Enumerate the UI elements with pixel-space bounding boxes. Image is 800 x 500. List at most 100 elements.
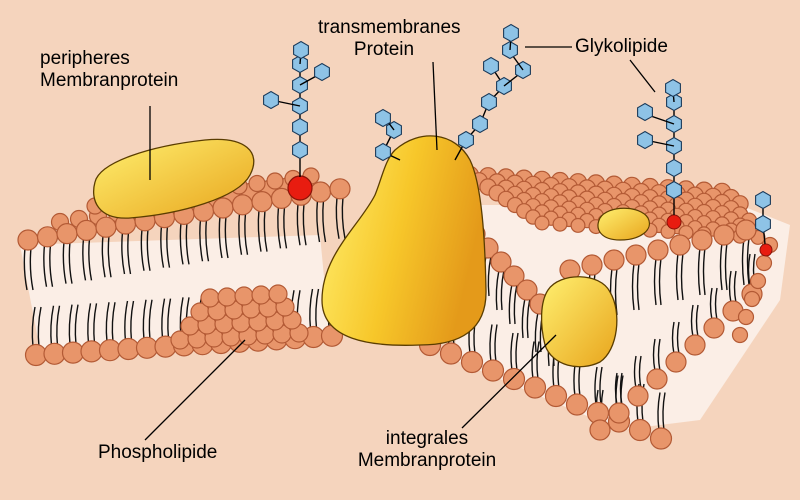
lipid-tail [636,262,640,311]
lipid-tail [124,300,129,342]
label-line: Glykolipide [575,36,668,57]
lipid-tail [531,341,535,380]
sugar-hexagon [293,40,309,60]
lipid-tail [257,209,262,252]
lipid-tail [205,219,210,262]
label-line: Membranprotein [40,70,179,91]
phospholipid-head [80,340,103,363]
lipid-tail [487,255,492,297]
lipid-tail [160,225,165,268]
lipid-tail [121,231,126,275]
lipid-tail [140,228,145,271]
glycolipid-head [666,214,682,230]
phospholipid-head [649,427,673,450]
phospholipid-head [43,342,66,365]
lipid-tail [49,244,54,287]
label-line: Phospholipide [98,442,218,463]
phospholipid-head [755,254,773,272]
lipid-tail [88,238,93,281]
phospholipid-head [268,284,288,304]
lipid-tail [747,253,751,287]
lipid-tail [619,372,623,406]
lipid-tail [283,206,288,249]
phospholipid-head [731,326,749,344]
lipid-tail [534,311,539,353]
phospholipid-head [589,419,611,441]
lipid-tail [130,300,135,342]
lipid-tail [657,338,661,372]
phospholipid-head [749,272,767,290]
lipid-tail [56,305,61,346]
lipid-tail [697,247,701,296]
lipid-tail [513,283,518,325]
lipid-tail [179,222,184,265]
lipid-tail [161,298,166,339]
lipid-tail [714,287,718,321]
lipid-tail [728,270,732,304]
sugar-chains [263,23,771,245]
phospholipid-head [502,367,526,391]
phospholipid-head [647,239,669,261]
lipid-tail [495,269,500,311]
lipid-tail [315,288,320,330]
phospholipid-head [251,191,273,213]
phospholipid-head [24,343,48,367]
lipid-tail [702,247,706,296]
lipid-tail [127,231,132,275]
lipid-tail [724,242,728,291]
phospholipid-head [75,219,98,241]
lipid-tail [638,355,642,389]
lipid-tail [526,297,531,339]
lipid-tail [594,366,598,406]
sugar-hexagon [458,130,474,150]
sugar-hexagon [637,130,653,150]
lipid-tail [68,304,73,345]
glycolipid-head [759,243,773,257]
lipid-tail [675,252,679,301]
lipid-tail [695,304,699,338]
lipid-tail [341,196,346,239]
lipid-tail [82,238,87,281]
phospholipid-head [135,336,159,359]
phospholipid-head [735,219,757,241]
lipid-tail [322,199,327,243]
sugar-hexagon [375,142,391,162]
phospholipid-head [460,350,484,374]
lipid-tail [733,270,737,304]
lipid-tail [166,225,171,268]
glycolipid-head [287,175,313,201]
lipid-tail [68,241,73,284]
phospholipid-head [523,376,547,399]
label-line: transmembranes [318,17,461,38]
phospholipid-head [703,317,725,339]
phospholipid-head [481,359,505,382]
lipid-tail [244,212,249,255]
lipid-tail [74,304,79,345]
label-phospholipids: Phospholipide [98,442,217,464]
phospholipid-head [628,418,652,442]
lipid-tail [50,305,55,346]
lipid-tail [105,302,110,343]
label-line: peripheres [40,48,130,69]
lipid-tail [536,341,540,380]
lipid-tail [489,324,493,363]
lipid-tail [494,324,498,363]
phospholipid-head [691,229,713,251]
integral-protein [540,276,618,368]
lipid-tail [148,299,153,340]
label-lines [144,46,656,441]
label-line: Membranprotein [357,450,497,471]
phospholipid-head [117,337,140,361]
phospholipid-head [98,339,122,362]
phospholipid-head [439,342,463,365]
lipid-tail [633,355,637,389]
phospholipid-head [56,223,78,245]
lipid-tail [671,321,675,355]
phospholipid-head [570,217,586,233]
lipid-tail [238,212,243,255]
sugar-hexagon [637,102,653,122]
phospholipid-head [251,285,271,305]
peripheral-protein [93,138,255,219]
phospholipid-head [646,368,668,390]
